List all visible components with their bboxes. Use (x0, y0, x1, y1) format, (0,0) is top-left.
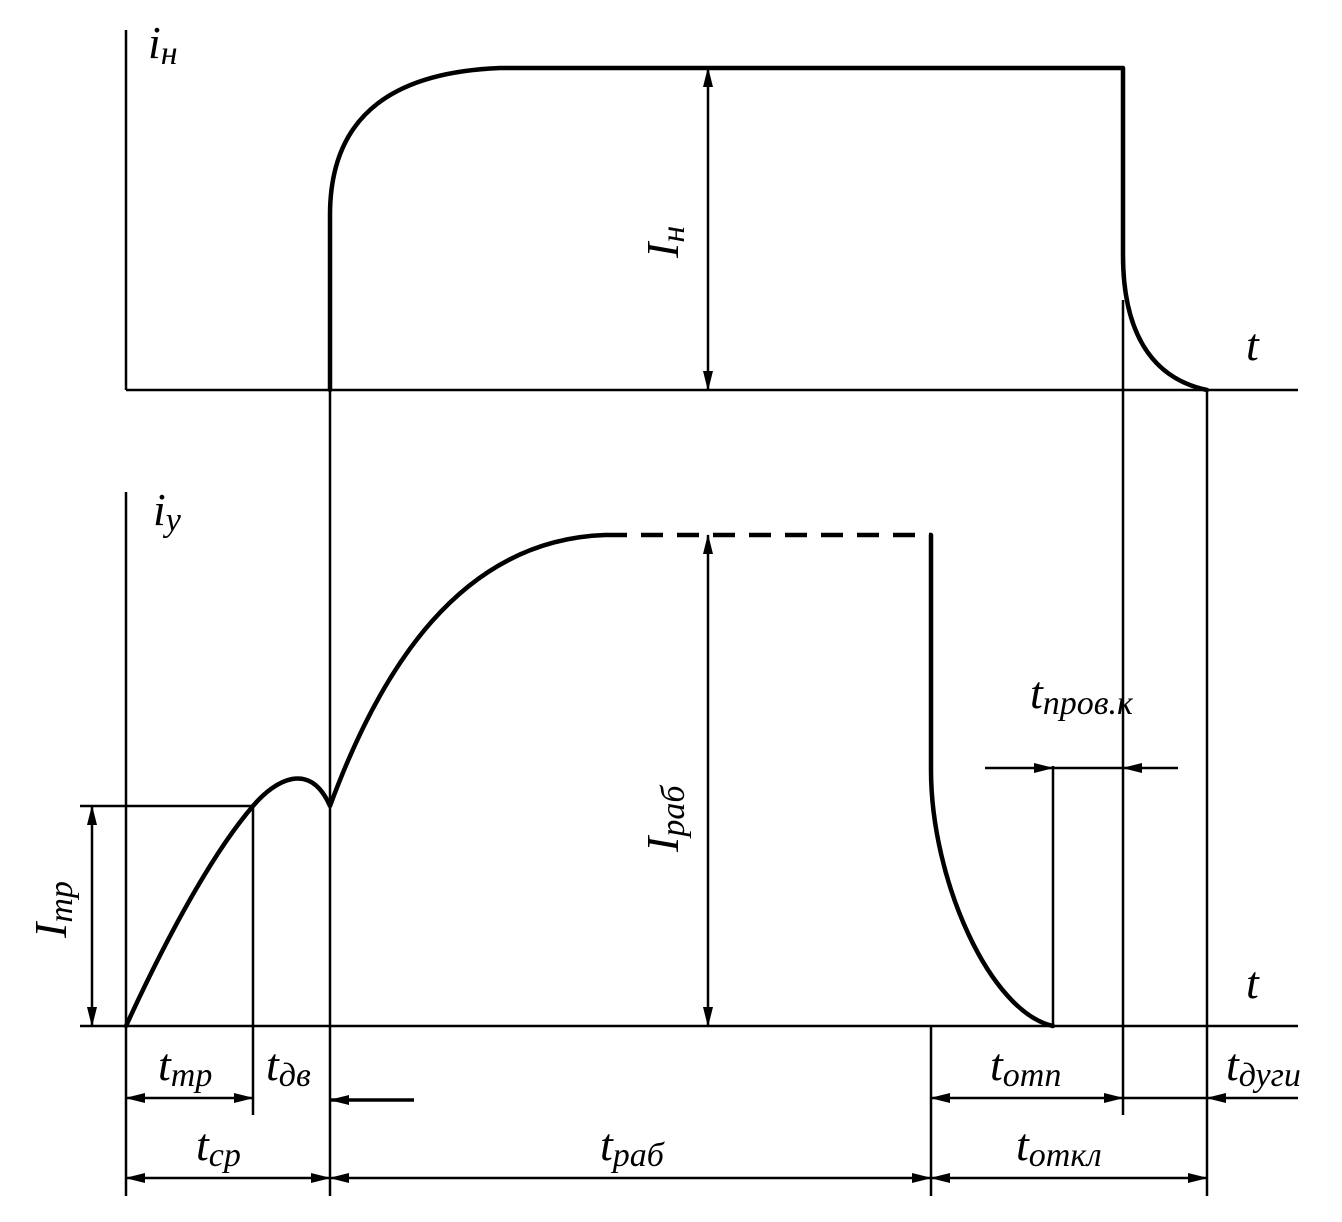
trip-current-label: Iтр (25, 881, 80, 939)
t-rab-label: tраб (600, 1119, 666, 1174)
coil-current-decay (928, 532, 1056, 1029)
t-dugi-label: tдуги (1226, 1039, 1301, 1094)
work-current-label: Iраб (637, 784, 692, 853)
t-otkl-label: tоткл (1016, 1119, 1102, 1174)
t-sr-label: tср (196, 1119, 241, 1174)
top-x-axis-label: t (1246, 319, 1260, 370)
top-y-axis-label: iн (148, 17, 178, 72)
load-current-curve (327, 65, 1210, 393)
amplitude-I-n-label: Iн (637, 226, 692, 259)
bottom-x-axis-label: t (1246, 957, 1260, 1008)
coil-current-rise (123, 532, 608, 1029)
bottom-y-axis-label: iу (153, 484, 182, 539)
t-prov-k-label: tпров.к (1030, 667, 1134, 722)
t-dv-label: tдв (266, 1039, 311, 1094)
t-tr-label: tтр (158, 1039, 212, 1094)
t-otp-label: tотп (990, 1039, 1061, 1094)
